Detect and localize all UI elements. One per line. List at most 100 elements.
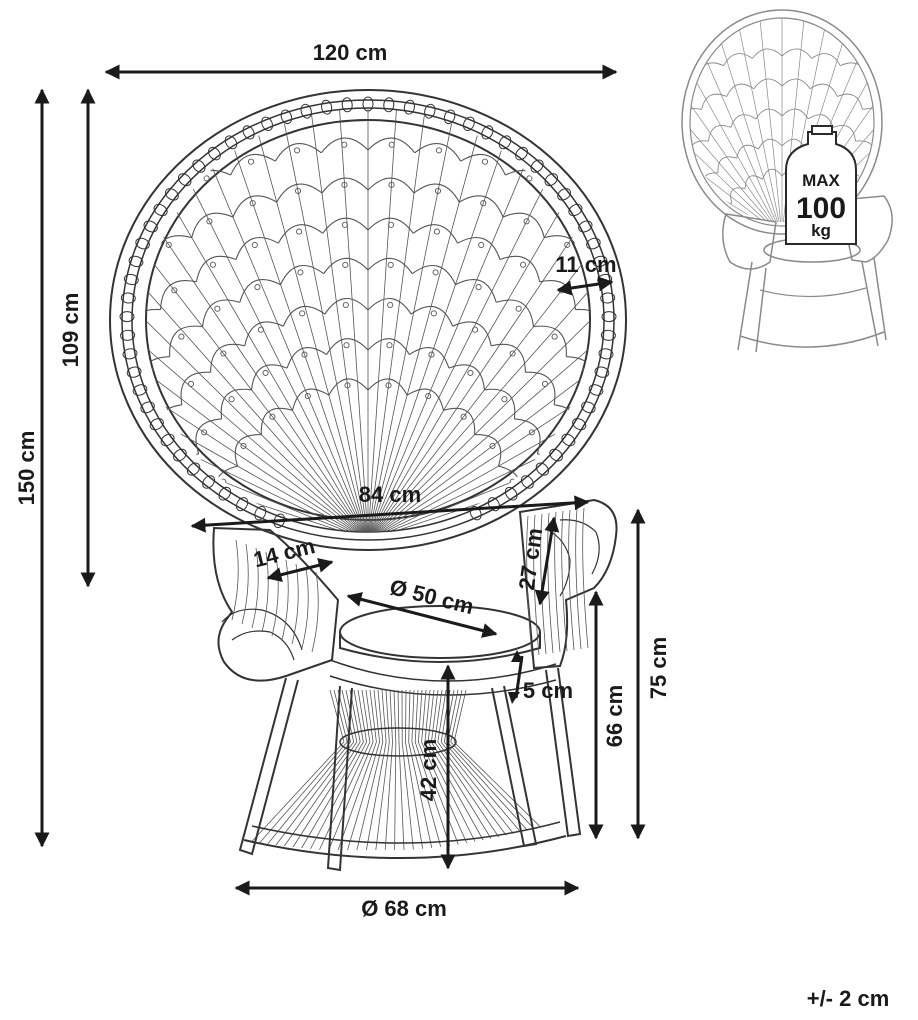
weave-scallop — [147, 190, 189, 219]
thumb-scallop — [781, 108, 809, 120]
weave-scallop — [731, 399, 752, 444]
thumb-scallop — [690, 140, 709, 160]
weave-curl — [344, 382, 351, 389]
base-strand — [421, 690, 427, 743]
label-width: 120 cm — [313, 40, 388, 65]
weave-curl — [385, 382, 392, 389]
base-strand — [271, 741, 355, 851]
base-strand — [357, 690, 367, 743]
thumb-scallop — [807, 114, 834, 128]
weave-scallop — [22, 316, 49, 356]
weave-spoke — [367, 339, 590, 532]
weave-curl — [481, 158, 489, 165]
weave-curl — [66, 437, 71, 442]
base-strand — [424, 690, 431, 743]
base-strand — [329, 690, 345, 743]
weave-scallop — [673, 368, 697, 410]
weave-curl — [489, 442, 496, 449]
rim-loop — [202, 475, 216, 489]
weave-scallop — [326, 338, 369, 355]
weave-scallop — [201, 299, 240, 327]
weave-curl — [343, 342, 350, 349]
rim-loop — [160, 433, 175, 447]
rim-loop — [186, 462, 201, 476]
base-strand — [281, 741, 358, 851]
weave-curl — [526, 175, 533, 182]
rim-loop — [443, 109, 456, 125]
weave-curl — [123, 225, 128, 230]
weave-scallop — [146, 441, 161, 484]
weave-curl — [165, 241, 172, 248]
weave-curl — [257, 326, 264, 333]
rim-loop — [218, 486, 232, 501]
weave-curl — [480, 200, 487, 207]
weave-scallop — [460, 153, 506, 176]
thumb-scallop — [903, 148, 918, 172]
base-strand — [262, 741, 351, 851]
weave-curl — [206, 218, 213, 225]
weave-curl — [203, 175, 210, 182]
weave-spoke — [367, 262, 590, 532]
weave-scallop — [320, 137, 369, 154]
base-strand — [431, 690, 439, 743]
weave-scallop — [235, 237, 279, 260]
rim-loop — [530, 159, 544, 173]
rim-loop — [132, 384, 148, 396]
weave-curl — [146, 457, 150, 464]
base-strand — [333, 690, 348, 743]
base-strand — [408, 690, 411, 743]
weave-curl — [460, 413, 467, 420]
weave-scallop — [367, 378, 408, 396]
base-strand — [328, 741, 374, 851]
weave-curl — [635, 305, 640, 310]
thumb-spoke — [733, 18, 783, 222]
weave-scallop — [443, 407, 476, 435]
weave-scallop — [61, 420, 82, 463]
base-strand — [353, 690, 364, 743]
thumb-scallop — [752, 48, 783, 59]
label-base-diameter: Ø 68 cm — [361, 896, 447, 921]
weave-curl — [523, 218, 530, 225]
weave-spoke — [367, 128, 574, 532]
rim-loop — [149, 418, 164, 431]
thumb-scallop — [753, 78, 783, 89]
weave-scallop — [250, 364, 288, 390]
armrest-width-arrow — [266, 557, 334, 583]
rim-loop — [341, 97, 353, 113]
weave-curl — [386, 342, 393, 349]
weave-curl — [296, 228, 303, 235]
thumb-scallop — [914, 114, 918, 137]
frame-border-arrow — [556, 276, 614, 296]
badge-weight-value: 100 — [796, 192, 846, 225]
weave-scallop — [474, 434, 502, 467]
weave-scallop — [146, 356, 170, 392]
weave-scallop — [367, 338, 410, 355]
weave-scallop — [525, 371, 556, 405]
weave-spoke — [367, 108, 489, 532]
thumb-scallop — [644, 148, 660, 172]
rim-loop — [208, 146, 221, 161]
weave-spoke — [367, 176, 590, 532]
weave-scallop — [615, 431, 636, 473]
base-strand — [427, 690, 435, 743]
rim-loop — [120, 292, 136, 304]
weave-scallop — [411, 264, 456, 285]
weave-curl — [475, 284, 482, 291]
arm-strand — [231, 539, 239, 621]
weave-curl — [608, 225, 613, 230]
weave-scallop — [412, 224, 459, 244]
rim-loop — [600, 329, 616, 341]
thumb-scallop — [809, 83, 838, 97]
weave-curl — [425, 393, 432, 400]
base-strand — [377, 690, 384, 743]
weave-curl — [665, 437, 670, 442]
weave-spoke — [367, 115, 546, 532]
arm-strand — [311, 571, 319, 653]
rim-loop — [487, 497, 501, 512]
rim-loop — [592, 255, 608, 268]
rim-loop — [424, 103, 436, 119]
weave-scallop — [496, 299, 535, 327]
thumb-scallop — [723, 53, 753, 66]
weave-scallop — [575, 441, 590, 484]
weave-curl — [388, 181, 395, 188]
